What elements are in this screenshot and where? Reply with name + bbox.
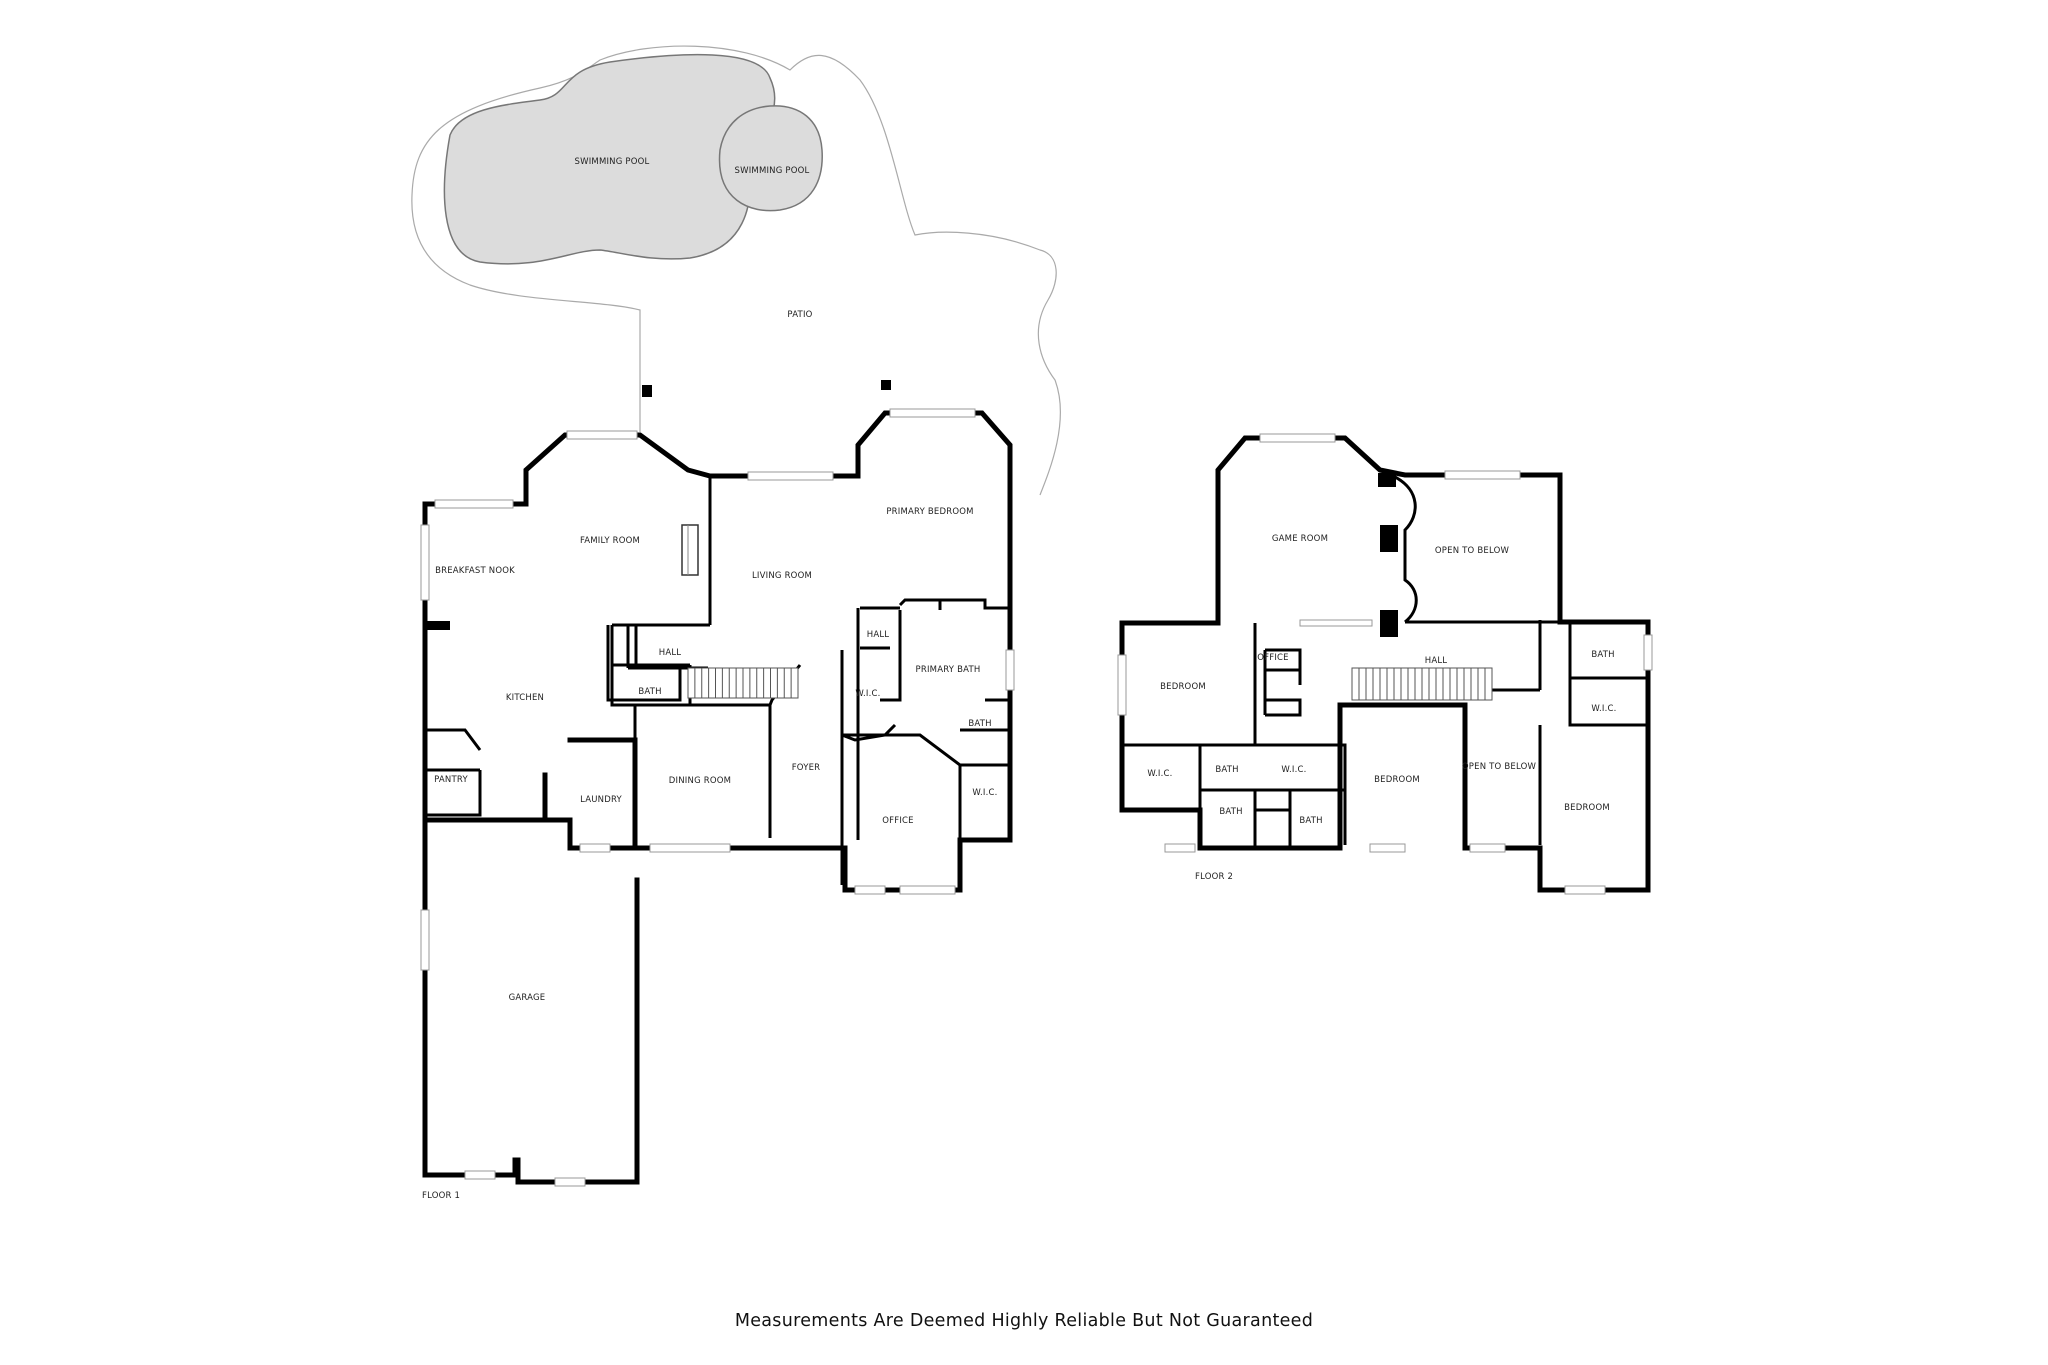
label-bath-b: BATH (1219, 807, 1242, 817)
label-patio: PATIO (787, 310, 812, 320)
patio-post-right (881, 380, 891, 390)
swimming-pool-small (718, 105, 823, 212)
label-bath-a: BATH (1215, 765, 1238, 775)
label-wic-right: W.I.C. (972, 788, 997, 798)
label-bath-primary-small: BATH (968, 719, 991, 729)
label-breakfast-nook: BREAKFAST NOOK (435, 566, 515, 576)
label-bedroom-left: BEDROOM (1160, 682, 1206, 692)
floor2-windows (1117, 433, 1653, 895)
floor2-column-2 (1380, 525, 1398, 552)
floor1-windows (420, 408, 1015, 1187)
label-laundry: LAUNDRY (580, 795, 622, 805)
label-bedroom-center: BEDROOM (1374, 775, 1420, 785)
label-kitchen: KITCHEN (506, 693, 544, 703)
label-pantry: PANTRY (434, 775, 468, 785)
label-office: OFFICE (882, 816, 913, 826)
floor2-column-1 (1378, 473, 1396, 487)
fireplace (681, 524, 699, 576)
label-primary-bath: PRIMARY BATH (916, 665, 981, 675)
floor1-outer-left (422, 501, 640, 1185)
floor1-walls-interior (425, 476, 1010, 885)
disclaimer-text: Measurements Are Deemed Highly Reliable … (735, 1311, 1313, 1331)
label-garage: GARAGE (509, 993, 546, 1003)
floor1-garage-top (422, 737, 638, 851)
floor-1: FAMILY ROOM BREAKFAST NOOK LIVING ROOM P… (420, 408, 1015, 1201)
patio-post-left (642, 385, 652, 397)
label-open-to-below-top: OPEN TO BELOW (1435, 546, 1510, 556)
label-hall-right: HALL (867, 630, 890, 640)
label-wic-center: W.I.C. (1281, 765, 1306, 775)
floor2-column-3 (1380, 610, 1398, 637)
label-hall-left: HALL (659, 648, 682, 658)
floor1-stairs (687, 667, 799, 699)
label-swimming-pool-2: SWIMMING POOL (735, 166, 810, 176)
label-bath-c: BATH (1299, 816, 1322, 826)
label-game-room: GAME ROOM (1272, 534, 1328, 544)
label-swimming-pool-1: SWIMMING POOL (575, 157, 650, 167)
patio-outline (411, 45, 1061, 496)
floor2-stairs (1351, 667, 1493, 701)
label-dining-room: DINING ROOM (669, 776, 731, 786)
label-wic-right: W.I.C. (1591, 704, 1616, 714)
floor2-bath-walls (1198, 790, 1292, 848)
label-bedroom-right: BEDROOM (1564, 803, 1610, 813)
label-floor-1: FLOOR 1 (422, 1191, 460, 1201)
label-wic-left: W.I.C. (1147, 769, 1172, 779)
patio-area: SWIMMING POOL SWIMMING POOL PATIO (411, 45, 1061, 496)
open-to-below-rail (1394, 475, 1560, 624)
breakfast-nook-column (425, 621, 450, 630)
label-living-room: LIVING ROOM (752, 571, 812, 581)
floor2-interior (1122, 620, 1648, 848)
label-bath-right-top: BATH (1591, 650, 1614, 660)
label-open-to-below-mid: OPEN TO BELOW (1462, 762, 1537, 772)
label-hall: HALL (1425, 656, 1448, 666)
label-wic-left: W.I.C. (855, 689, 880, 699)
label-floor-2: FLOOR 2 (1195, 872, 1233, 882)
floor-2: GAME ROOM OPEN TO BELOW OFFICE HALL BATH… (1117, 433, 1653, 895)
label-bath: BATH (638, 687, 661, 697)
label-family-room: FAMILY ROOM (580, 536, 640, 546)
label-office: OFFICE (1257, 653, 1288, 663)
label-primary-bedroom: PRIMARY BEDROOM (886, 507, 973, 517)
label-foyer: FOYER (792, 763, 821, 773)
